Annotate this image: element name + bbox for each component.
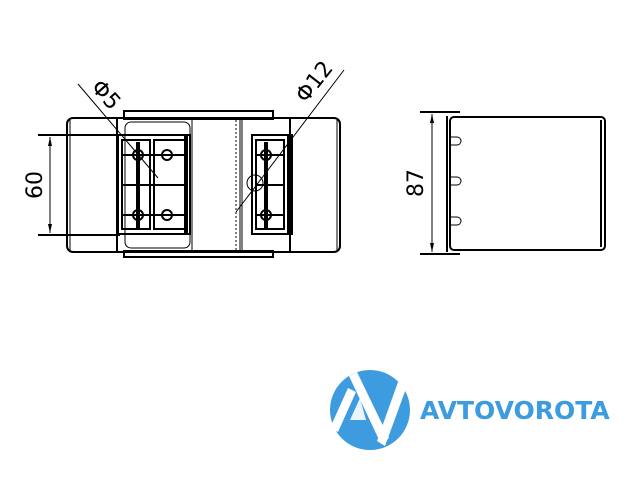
hole (132, 149, 144, 161)
center-band (191, 117, 243, 253)
dimension-width: 60 (23, 134, 120, 236)
logo-text: AVTOVOROTA (420, 396, 610, 425)
small-hole-label: Φ5 (86, 75, 126, 115)
wheel-side (449, 116, 606, 251)
large-hole-label: Φ12 (291, 57, 339, 108)
caster-body (66, 117, 341, 253)
depth-dimension-label: 87 (404, 169, 429, 197)
dimension-depth: 87 (404, 111, 460, 255)
side-view: 87 (404, 111, 606, 255)
hole (161, 149, 173, 161)
brand-logo: AVTOVOROTA (330, 370, 610, 450)
axle-circle (246, 174, 264, 192)
hole (260, 209, 272, 221)
top-view: 60 Φ5 Φ12 (23, 57, 345, 258)
left-mount-plate (117, 134, 191, 235)
right-mount-plate (251, 134, 293, 235)
width-dimension-label: 60 (23, 171, 48, 199)
hole (161, 209, 173, 221)
hole (132, 209, 144, 221)
hole (260, 149, 272, 161)
